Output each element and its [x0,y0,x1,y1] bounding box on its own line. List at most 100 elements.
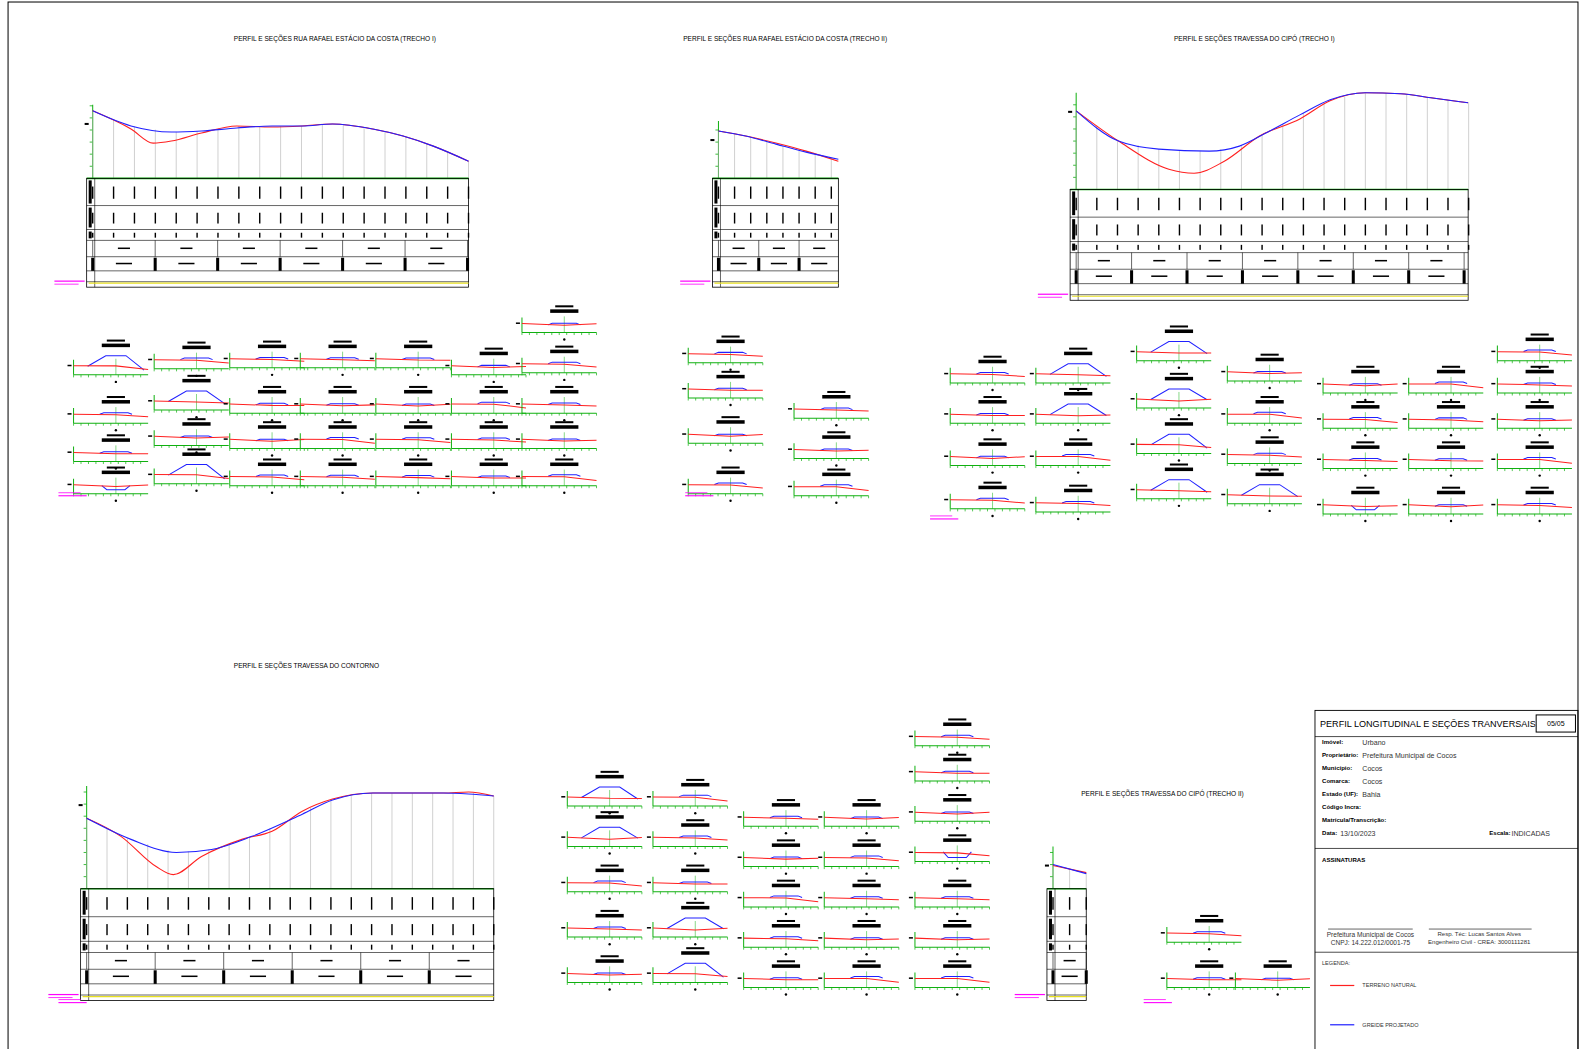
table-value [718,233,719,238]
baseline-tick [1203,499,1204,502]
baseline-tick [1043,512,1044,515]
section-title [721,467,739,469]
length-value [1428,275,1444,277]
section-axis [154,430,155,445]
table-value [322,213,323,224]
baseline-tick [1234,464,1235,467]
section-title [187,448,205,450]
baseline-tick [1181,499,1182,502]
terrain-section [154,475,229,479]
terrain-section [376,404,451,406]
section-title [1256,473,1284,477]
table-value [1096,198,1097,210]
baseline-tick [1227,504,1228,507]
baseline-tick [405,368,406,371]
cross-section [1221,396,1302,431]
table-value [452,924,453,935]
baseline-tick [206,369,207,372]
table-value [831,187,832,199]
baseline-tick [755,398,756,401]
cross-section [516,346,597,381]
axis-value [294,476,298,478]
section-title [102,400,130,404]
terrain-section [688,485,763,488]
baseline-tick [289,486,290,489]
cross-section [370,421,451,456]
baseline-tick [1264,464,1265,467]
section-title [1351,445,1379,449]
baseline-tick [957,466,958,469]
baseline-tick [1460,428,1461,431]
baseline-tick [529,333,530,336]
baseline-tick [125,375,126,378]
station-line [1427,97,1428,189]
terrain-section [1137,490,1212,492]
baseline-tick [868,496,869,499]
baseline-tick [1181,453,1182,456]
baseline-tick [688,398,689,401]
baseline-tick [1196,453,1197,456]
table-value [1344,198,1345,210]
section-axis [688,348,689,363]
section-dot [1178,414,1180,416]
section-centerline [836,480,837,496]
section-dot [271,492,273,494]
section-axis [567,831,568,846]
length-value [1373,275,1389,277]
baseline-tick [551,373,552,376]
section-centerline [1539,452,1540,468]
axis-value [516,403,520,405]
baseline-tick [466,486,467,489]
baseline-tick [244,448,245,451]
baseline-tick [1002,509,1003,512]
baseline-tick [1102,466,1103,469]
terrain-line [718,131,838,161]
station-line [391,793,392,889]
table-value [371,945,372,950]
baseline-tick [1542,428,1543,431]
section-dot [493,419,495,421]
axis-value [1403,383,1407,385]
grade-section [714,352,746,354]
baseline-tick [1017,509,1018,512]
station-line [1447,100,1448,189]
baseline-tick [720,846,721,849]
section-dot [991,471,993,473]
axis-value [561,836,565,838]
baseline-tick [183,369,184,372]
table-row-line [1070,241,1468,242]
baseline-tick [398,448,399,451]
axis-tick [1073,141,1076,142]
station-line [147,844,148,889]
section-dot [1077,429,1079,431]
table-value [280,233,281,238]
axis-value [1131,443,1135,445]
station-line [1262,135,1263,190]
baseline-tick [597,937,598,940]
baseline-tick [667,806,668,809]
table-value [1220,245,1221,250]
baseline-tick [1136,453,1137,456]
curve-mark [1075,270,1078,283]
length-value [1318,275,1334,277]
profile-table [87,178,469,287]
baseline-tick [300,486,301,489]
section-title [1165,377,1193,381]
axis-value [370,358,374,360]
section-title [978,486,1006,490]
axis-value [561,972,565,974]
section-title [721,371,739,373]
section-title [1531,487,1549,489]
baseline-tick [1468,393,1469,396]
slope-value [1153,260,1165,262]
section-axis [1136,484,1137,499]
baseline-tick [229,368,230,371]
baseline-tick [300,368,301,371]
terrain-section [451,439,526,442]
baseline-tick [1382,428,1383,431]
table-value [493,945,494,950]
table-column-line [720,178,721,287]
axis-value [710,139,714,141]
baseline-tick [315,368,316,371]
section-axis [73,446,74,461]
